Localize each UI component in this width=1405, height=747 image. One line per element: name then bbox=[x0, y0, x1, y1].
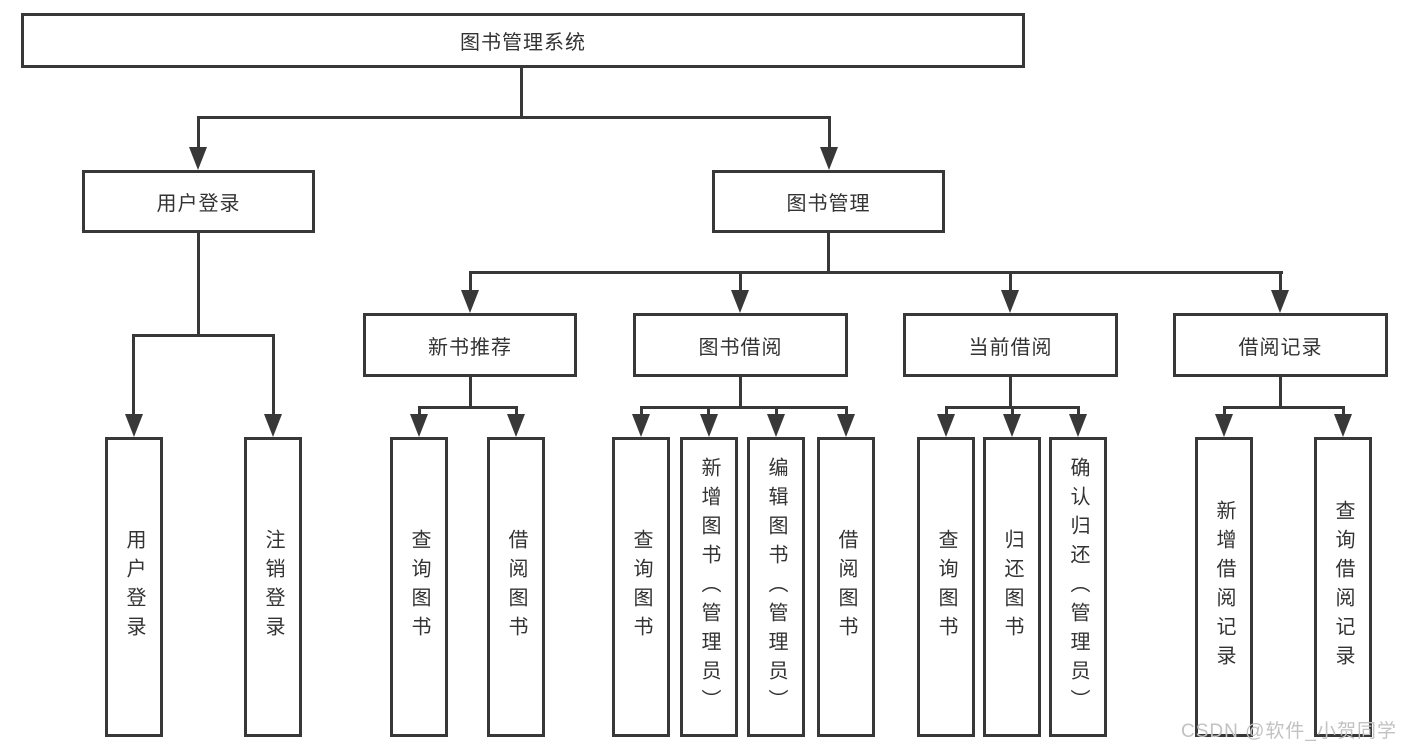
connector-line bbox=[945, 406, 948, 418]
node-book-borrow: 图书借阅 bbox=[633, 313, 848, 377]
connector-line bbox=[197, 233, 200, 337]
arrowhead bbox=[507, 414, 525, 437]
leaf-bb-borrow-book: 借阅图书 bbox=[817, 437, 875, 737]
arrowhead bbox=[820, 147, 838, 170]
arrowhead bbox=[410, 414, 428, 437]
arrowhead bbox=[632, 414, 650, 437]
arrowhead bbox=[767, 414, 785, 437]
connector-line bbox=[739, 377, 742, 408]
connector-line bbox=[739, 271, 742, 293]
leaf-logout: 注销登录 bbox=[244, 437, 302, 737]
connector-line bbox=[197, 116, 831, 119]
node-current-borrow-label: 当前借阅 bbox=[968, 336, 1053, 359]
arrowhead bbox=[264, 414, 282, 437]
leaf-user-login-label: 用户登录 bbox=[123, 529, 145, 645]
connector-line bbox=[1009, 377, 1012, 408]
node-root-label: 图书管理系统 bbox=[460, 32, 586, 54]
connector-line bbox=[1279, 271, 1282, 293]
node-user-login-label: 用户登录 bbox=[156, 193, 241, 215]
connector-line bbox=[827, 233, 830, 274]
node-book-management: 图书管理 bbox=[712, 170, 945, 233]
connector-line bbox=[469, 271, 1283, 274]
leaf-bb-borrow-book-label: 借阅图书 bbox=[835, 529, 857, 645]
connector-line bbox=[1223, 406, 1226, 418]
leaf-bb-edit-book-admin-label: 编辑图书（管理员） bbox=[765, 456, 787, 718]
leaf-nb-query-book: 查询图书 bbox=[390, 437, 448, 737]
connector-line bbox=[845, 406, 848, 418]
arrowhead bbox=[1069, 414, 1087, 437]
connector-line bbox=[132, 334, 275, 337]
leaf-logout-label: 注销登录 bbox=[262, 529, 284, 645]
leaf-cb-confirm-return-admin-label: 确认归还（管理员） bbox=[1067, 456, 1089, 718]
node-borrow-records: 借阅记录 bbox=[1173, 313, 1388, 377]
connector-line bbox=[828, 116, 831, 150]
connector-line bbox=[469, 377, 472, 408]
connector-line bbox=[775, 406, 778, 418]
leaf-nb-query-book-label: 查询图书 bbox=[408, 529, 430, 645]
leaf-user-login: 用户登录 bbox=[105, 437, 163, 737]
arrowhead bbox=[461, 290, 479, 313]
leaf-bb-add-book-admin: 新增图书（管理员） bbox=[680, 437, 738, 737]
arrowhead bbox=[700, 414, 718, 437]
arrowhead bbox=[125, 414, 143, 437]
connector-line bbox=[640, 406, 643, 418]
arrowhead bbox=[731, 290, 749, 313]
connector-line bbox=[197, 116, 200, 150]
connector-line bbox=[1342, 406, 1345, 418]
connector-line bbox=[272, 334, 275, 417]
node-new-book-recommend: 新书推荐 bbox=[363, 313, 577, 377]
connector-line bbox=[520, 68, 523, 118]
leaf-cb-confirm-return-admin: 确认归还（管理员） bbox=[1049, 437, 1107, 737]
arrowhead bbox=[1334, 414, 1352, 437]
connector-line bbox=[707, 406, 710, 418]
leaf-bb-add-book-admin-label: 新增图书（管理员） bbox=[698, 456, 720, 718]
leaf-br-query-record-label: 查询借阅记录 bbox=[1332, 500, 1354, 674]
node-borrow-records-label: 借阅记录 bbox=[1238, 336, 1323, 359]
connector-line bbox=[1011, 406, 1014, 418]
node-book-management-label: 图书管理 bbox=[786, 193, 871, 215]
connector-line bbox=[132, 334, 135, 417]
arrowhead bbox=[1003, 414, 1021, 437]
connector-line bbox=[418, 406, 518, 409]
node-current-borrow: 当前借阅 bbox=[903, 313, 1118, 377]
connector-line bbox=[469, 271, 472, 293]
connector-line bbox=[1077, 406, 1080, 418]
connector-line bbox=[418, 406, 421, 418]
arrowhead bbox=[1215, 414, 1233, 437]
leaf-bb-query-book-label: 查询图书 bbox=[630, 529, 652, 645]
node-new-book-recommend-label: 新书推荐 bbox=[428, 336, 512, 359]
leaf-cb-return-book-label: 归还图书 bbox=[1001, 529, 1023, 645]
leaf-nb-borrow-book: 借阅图书 bbox=[487, 437, 545, 737]
node-user-login: 用户登录 bbox=[82, 170, 315, 233]
arrowhead bbox=[837, 414, 855, 437]
leaf-bb-edit-book-admin: 编辑图书（管理员） bbox=[747, 437, 805, 737]
leaf-bb-query-book: 查询图书 bbox=[612, 437, 670, 737]
leaf-cb-return-book: 归还图书 bbox=[983, 437, 1041, 737]
arrowhead bbox=[1271, 290, 1289, 313]
arrowhead bbox=[937, 414, 955, 437]
leaf-cb-query-book-label: 查询图书 bbox=[935, 529, 957, 645]
connector-line bbox=[515, 406, 518, 418]
leaf-cb-query-book: 查询图书 bbox=[917, 437, 975, 737]
connector-line bbox=[1279, 377, 1282, 408]
node-root: 图书管理系统 bbox=[21, 13, 1025, 68]
arrowhead bbox=[1001, 290, 1019, 313]
arrowhead bbox=[189, 147, 207, 170]
node-book-borrow-label: 图书借阅 bbox=[698, 336, 783, 359]
leaf-br-add-record: 新增借阅记录 bbox=[1195, 437, 1253, 737]
watermark: CSDN @软件_小贺同学 bbox=[1181, 721, 1397, 742]
leaf-br-query-record: 查询借阅记录 bbox=[1314, 437, 1372, 737]
connector-line bbox=[1009, 271, 1012, 293]
leaf-br-add-record-label: 新增借阅记录 bbox=[1213, 500, 1235, 674]
connector-line bbox=[1223, 406, 1344, 409]
connector-line bbox=[640, 406, 847, 409]
leaf-nb-borrow-book-label: 借阅图书 bbox=[505, 529, 527, 645]
